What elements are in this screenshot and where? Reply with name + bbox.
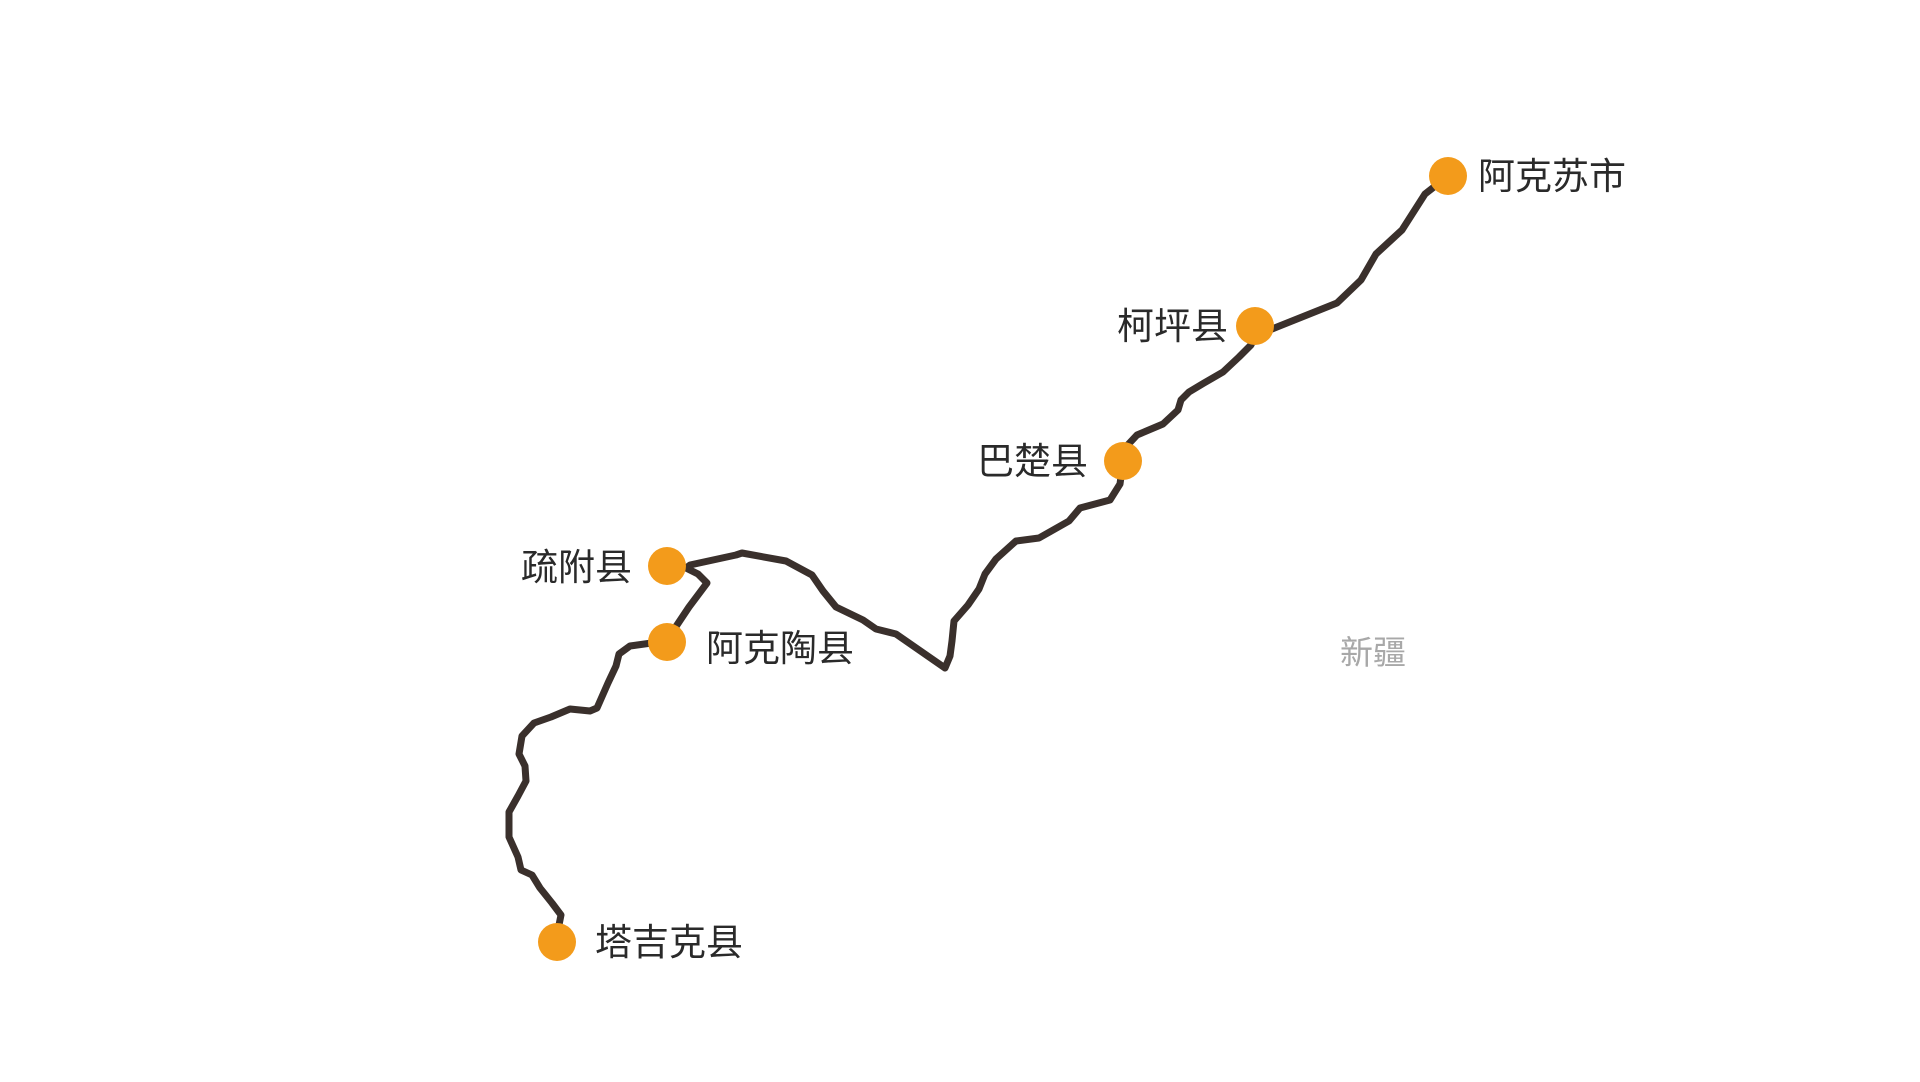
city-akto: 阿克陶县 <box>648 623 854 669</box>
city-label: 塔吉克县 <box>595 922 743 963</box>
city-marker <box>1429 157 1467 195</box>
city-aksu: 阿克苏市 <box>1429 156 1626 197</box>
city-marker <box>538 923 576 961</box>
city-taxkorgan: 塔吉克县 <box>538 922 743 963</box>
city-label: 巴楚县 <box>977 441 1088 482</box>
city-marker <box>648 547 686 585</box>
city-kalpin: 柯坪县 <box>1117 306 1274 347</box>
city-label: 阿克苏市 <box>1478 156 1626 197</box>
city-label: 柯坪县 <box>1117 306 1228 347</box>
city-marker <box>648 623 686 661</box>
city-label: 疏附县 <box>521 547 632 588</box>
city-marker <box>1236 307 1274 345</box>
route-line <box>505 172 1452 939</box>
city-marker <box>1104 442 1142 480</box>
city-label: 阿克陶县 <box>706 628 854 669</box>
city-maralbexi: 巴楚县 <box>977 441 1142 482</box>
city-shufu: 疏附县 <box>521 547 686 588</box>
region-label: 新疆 <box>1340 634 1406 671</box>
